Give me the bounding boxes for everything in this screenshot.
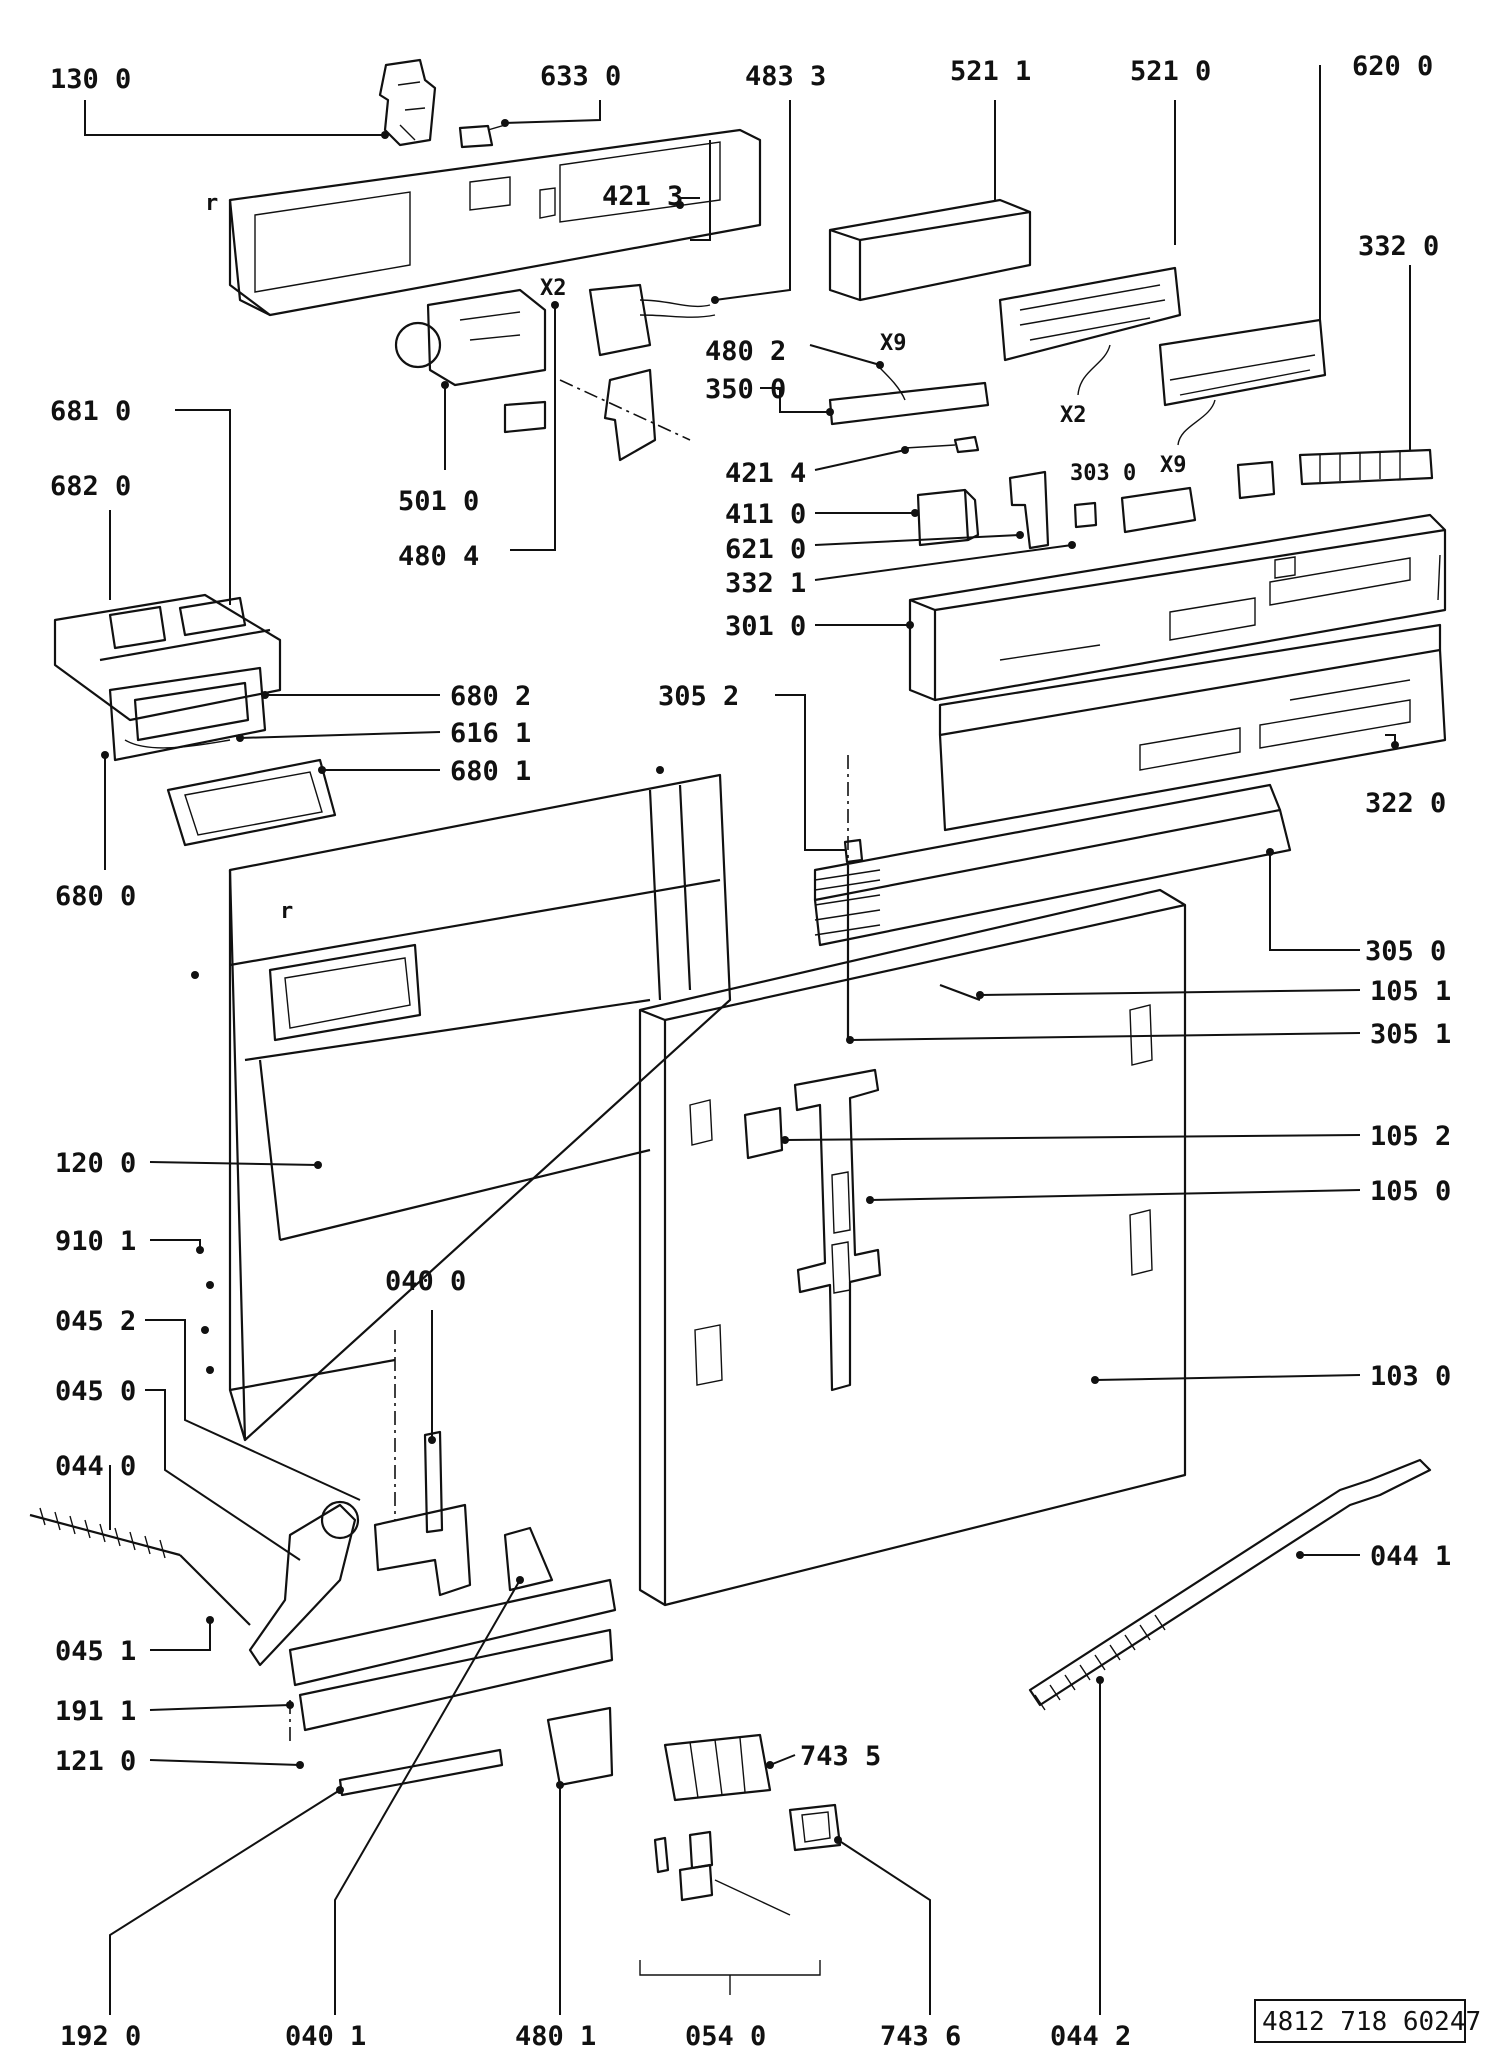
label-332-1: 332 1 <box>725 568 806 599</box>
label-045-2: 045 2 <box>55 1306 136 1337</box>
label-621-0: 621 0 <box>725 534 806 565</box>
part-743-6-socket <box>788 1803 842 1852</box>
label-350-0: 350 0 <box>705 374 786 405</box>
label-045-0: 045 0 <box>55 1376 136 1407</box>
label-633-0: 633 0 <box>540 61 621 92</box>
label-480-2: 480 2 <box>705 336 786 367</box>
part-105-1-pin <box>939 983 981 1002</box>
part-301-0-fascia <box>908 513 1447 702</box>
part-322-0-front-panel <box>938 623 1447 832</box>
label-305-0: 305 0 <box>1365 936 1446 967</box>
label-616-1: 616 1 <box>450 718 531 749</box>
part-control-panel-back-plate <box>228 128 762 317</box>
part-633-0-clip <box>458 124 506 149</box>
part-421-4-sensor <box>904 435 980 454</box>
part-045-0-lever <box>248 1500 360 1667</box>
part-521-1-cover <box>828 198 1032 302</box>
label-x2-board: X2 <box>1060 403 1087 428</box>
part-305-0-rail <box>813 783 1292 947</box>
part-480-1-bracket <box>546 1706 614 1787</box>
part-621-0-holder <box>1008 470 1050 550</box>
label-x9-board: X9 <box>1160 453 1187 478</box>
label-910-1: 910 1 <box>55 1226 136 1257</box>
label-421-3: 421 3 <box>602 181 683 212</box>
label-682-0: 682 0 <box>50 471 131 502</box>
part-303-0-bracket <box>1073 486 1197 534</box>
label-105-1: 105 1 <box>1370 976 1451 1007</box>
label-322-0: 322 0 <box>1365 788 1446 819</box>
part-105-0-hinge-plate <box>793 1068 882 1392</box>
label-044-1: 044 1 <box>1370 1541 1451 1572</box>
part-680-1-gasket <box>166 758 337 847</box>
part-332-0-buttons <box>1236 448 1434 500</box>
label-103-0: 103 0 <box>1370 1361 1451 1392</box>
label-r-top: r <box>205 191 218 216</box>
label-305-1: 305 1 <box>1370 1019 1451 1050</box>
part-054-0-kit <box>639 1830 821 1995</box>
label-191-1: 191 1 <box>55 1696 136 1727</box>
label-x9-mid: X9 <box>880 331 907 356</box>
label-743-5: 743 5 <box>800 1741 881 1772</box>
label-521-1: 521 1 <box>950 56 1031 87</box>
label-332-0: 332 0 <box>1358 231 1439 262</box>
part-191-1-base-rail <box>288 1578 617 1797</box>
label-130-0: 130 0 <box>50 64 131 95</box>
label-521-0: 521 0 <box>1130 56 1211 87</box>
label-305-2: 305 2 <box>658 681 739 712</box>
part-105-2-clip <box>743 1106 784 1160</box>
label-045-1: 045 1 <box>55 1636 136 1667</box>
document-number: 4812 718 60247 <box>1262 2007 1481 2037</box>
label-044-0: 044 0 <box>55 1451 136 1482</box>
label-120-0: 120 0 <box>55 1148 136 1179</box>
part-620-0-pcb <box>1158 318 1327 446</box>
label-301-0: 301 0 <box>725 611 806 642</box>
leader-dots <box>101 119 1399 1844</box>
label-044-2: 044 2 <box>1050 2021 1131 2052</box>
label-121-0: 121 0 <box>55 1746 136 1777</box>
part-680-0-dispenser <box>53 593 282 762</box>
label-680-2: 680 2 <box>450 681 531 712</box>
label-192-0: 192 0 <box>60 2021 141 2052</box>
label-743-6: 743 6 <box>880 2021 961 2052</box>
label-480-1: 480 1 <box>515 2021 596 2052</box>
label-040-0: 040 0 <box>385 1266 466 1297</box>
label-680-1: 680 1 <box>450 756 531 787</box>
label-105-2: 105 2 <box>1370 1121 1451 1152</box>
label-105-0: 105 0 <box>1370 1176 1451 1207</box>
part-521-0-pcb <box>998 266 1182 396</box>
part-350-0-strip <box>828 367 990 426</box>
part-480-4-harness <box>559 283 716 462</box>
label-040-1: 040 1 <box>285 2021 366 2052</box>
label-421-4: 421 4 <box>725 458 806 489</box>
part-labels: 130 0 633 0 483 3 521 1 521 0 620 0 421 … <box>50 51 1451 2052</box>
document-number-box: 4812 718 60247 <box>1254 1999 1481 2043</box>
part-103-0-outer-door <box>638 888 1187 1607</box>
label-681-0: 681 0 <box>50 396 131 427</box>
label-054-0: 054 0 <box>685 2021 766 2052</box>
part-130-0-bracket <box>378 58 437 147</box>
part-044-1-rod <box>1028 1458 1432 1711</box>
label-501-0: 501 0 <box>398 486 479 517</box>
label-303-0: 303 0 <box>1070 461 1136 486</box>
part-120-0-inner-door <box>228 773 732 1442</box>
label-r-door: r <box>280 899 293 924</box>
part-044-0-spring <box>29 1507 251 1626</box>
part-743-5-block <box>663 1733 772 1802</box>
label-411-0: 411 0 <box>725 499 806 530</box>
leader-lines <box>84 65 1411 2015</box>
label-480-4: 480 4 <box>398 541 479 572</box>
label-x2-top: X2 <box>540 276 567 301</box>
part-045-2-bracket <box>503 1526 554 1592</box>
label-483-3: 483 3 <box>745 61 826 92</box>
part-501-0-timer <box>394 288 547 434</box>
label-620-0: 620 0 <box>1352 51 1433 82</box>
part-040-0-hinge <box>373 1330 472 1597</box>
label-680-0: 680 0 <box>55 881 136 912</box>
